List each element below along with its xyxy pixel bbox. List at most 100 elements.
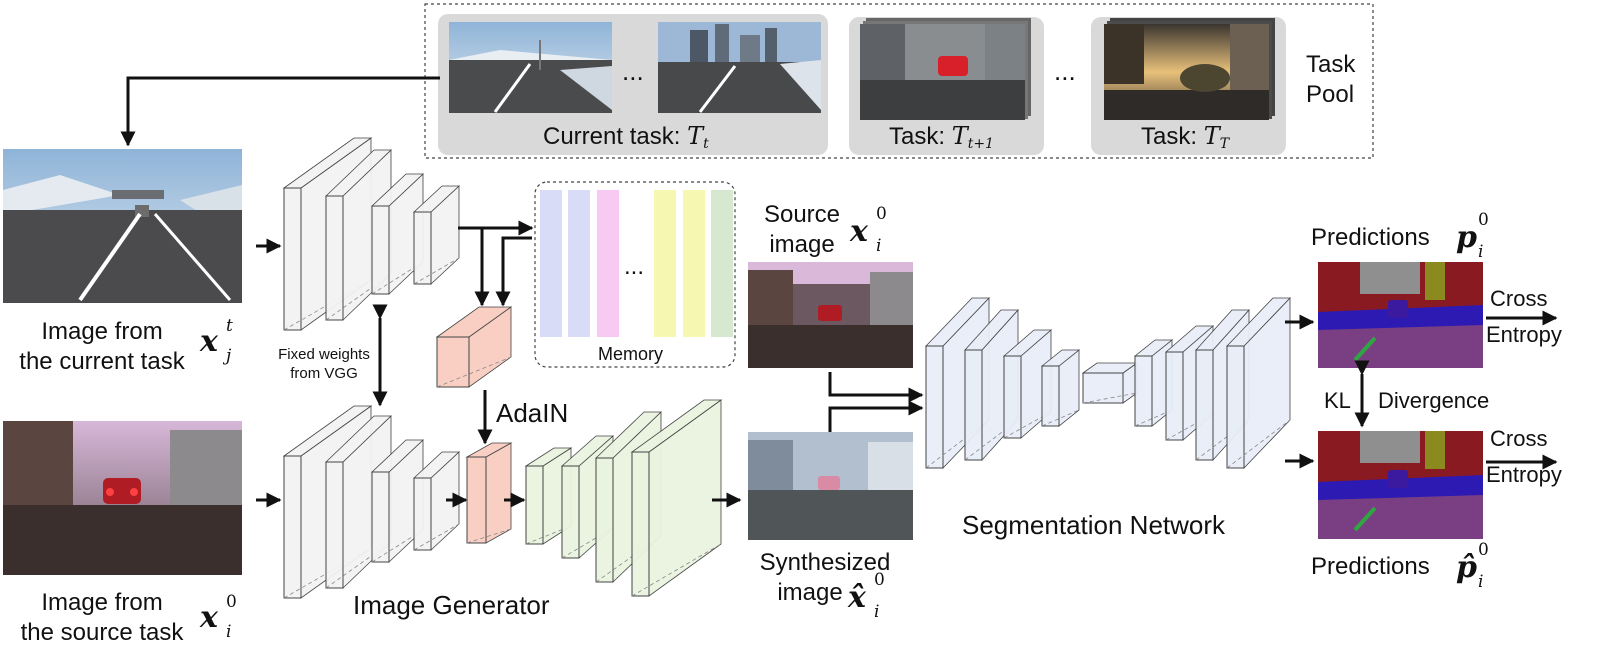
next-task-image-stack <box>860 18 1031 120</box>
arrow-memory-to-adain-input <box>495 236 532 307</box>
segnet-layer-8 <box>1226 297 1291 469</box>
source-input-symbol: x <box>200 600 218 635</box>
next-task-prefix: Task: <box>889 123 946 150</box>
kl-label: KL <box>1324 388 1351 413</box>
segnet-layer-4 <box>1040 349 1081 427</box>
arrow-synth-to-seg <box>828 400 924 432</box>
source-image-symbol: x <box>850 214 868 249</box>
divergence-label: Divergence <box>1378 388 1490 413</box>
network-blocks <box>282 137 1291 599</box>
synth-image-sub: i <box>874 602 880 622</box>
synth-image-line1: Synthesized <box>759 549 891 576</box>
cross-entropy-bottom-line2: Entropy <box>1486 462 1562 487</box>
synth-image-line2: image <box>777 579 843 606</box>
source-image-sup: 0 <box>876 204 887 224</box>
source-image-line1: Source <box>763 201 841 228</box>
source-image-caption: Source image <box>752 200 852 260</box>
synth-image-caption: Synthesized image <box>750 548 900 608</box>
generator-label: Image Generator <box>353 590 550 620</box>
source-input-sup: 0 <box>226 592 237 612</box>
cross-entropy-top: Cross Entropy <box>1486 285 1562 349</box>
pool-ellipsis-2: ... <box>1054 56 1076 86</box>
source-input-line2: the source task <box>20 619 184 646</box>
source-image-sub: i <box>876 236 882 256</box>
prediction-bottom-symbol: p̂ <box>1456 550 1477 585</box>
current-input-caption: Image from the current task <box>2 317 202 377</box>
task-pool-label-line2: Pool <box>1306 81 1355 108</box>
source-input-math: x 0 i <box>200 588 250 648</box>
vgg-bottom-layer-4 <box>412 451 461 551</box>
next-task-subscript: t+1 <box>967 136 994 152</box>
prediction-top-sup: 0 <box>1478 210 1489 230</box>
arrow-pool-to-input <box>120 76 440 147</box>
arrow-source-to-seg <box>828 372 924 403</box>
cross-entropy-bottom-line1: Cross <box>1490 426 1548 451</box>
cross-entropy-top-line2: Entropy <box>1486 322 1562 347</box>
cross-entropy-bottom: Cross Entropy <box>1486 425 1562 489</box>
pool-ellipsis-1: ... <box>622 56 644 86</box>
prediction-bottom-sub: i <box>1478 572 1484 592</box>
prediction-bottom-prefix: Predictions <box>1311 553 1430 580</box>
synthesized-image-picture <box>748 432 913 540</box>
next-task-caption: Task: Tt+1 <box>889 121 994 159</box>
decoder-layer-4 <box>630 399 723 597</box>
cross-entropy-top-line1: Cross <box>1490 286 1548 311</box>
source-task-input-image <box>3 421 242 575</box>
memory-label: Memory <box>598 344 664 364</box>
memory-slot-1 <box>540 190 562 337</box>
current-input-sup: t <box>226 316 233 336</box>
adain-block <box>465 442 513 544</box>
current-task-image-2 <box>658 22 821 113</box>
memory-slot-6 <box>711 190 733 337</box>
arrows <box>120 76 1558 508</box>
current-task-image-1 <box>449 22 612 113</box>
vgg-bottom-layer-3 <box>370 439 425 563</box>
segnet-label: Segmentation Network <box>962 510 1226 540</box>
prediction-bottom-caption: Predictions <box>1311 552 1430 582</box>
synth-image-sup: 0 <box>874 570 885 590</box>
current-task-input-image <box>3 149 242 303</box>
prediction-top-caption: Predictions <box>1311 223 1430 253</box>
prediction-top-prefix: Predictions <box>1311 224 1430 251</box>
source-image-math: x 0 i <box>850 200 900 260</box>
prediction-top-symbol: p <box>1456 220 1477 255</box>
memory-slot-2 <box>568 190 590 337</box>
prediction-top-math: p 0 i <box>1456 208 1506 268</box>
memory-ellipsis: ... <box>624 253 645 280</box>
source-input-line1: Image from <box>41 589 163 616</box>
current-task-symbol: T <box>687 122 704 150</box>
vgg-top-layer-4 <box>412 185 461 285</box>
source-image-line2: image <box>769 231 835 258</box>
current-task-caption: Current task: Tt <box>543 121 709 159</box>
prediction-top-image <box>1318 262 1483 368</box>
current-task-subscript: t <box>703 136 709 152</box>
last-task-symbol: T <box>1203 122 1220 150</box>
current-task-prefix: Current task: <box>543 123 681 150</box>
memory-slot-5 <box>683 190 705 337</box>
vgg-caption-line2: from VGG <box>290 365 358 382</box>
last-task-subscript: T <box>1219 136 1230 152</box>
prediction-top-sub: i <box>1478 242 1484 262</box>
next-task-symbol: T <box>951 122 968 150</box>
source-input-sub: i <box>226 622 232 642</box>
current-input-line2: the current task <box>19 348 185 375</box>
current-input-sub: j <box>226 346 232 366</box>
vgg-caption: Fixed weights from VGG <box>272 345 376 383</box>
vgg-top-layer-2 <box>325 149 392 321</box>
last-task-image-stack <box>1104 18 1275 120</box>
task-pool-label-line1: Task <box>1306 51 1356 78</box>
synth-image-math: x̂ 0 i <box>848 568 898 628</box>
current-input-line1: Image from <box>41 318 163 345</box>
last-task-prefix: Task: <box>1141 123 1198 150</box>
source-image-picture <box>748 262 913 368</box>
memory-slot-4 <box>654 190 676 337</box>
vgg-caption-line1: Fixed weights <box>278 346 370 363</box>
adain-label: AdaIN <box>496 398 569 428</box>
last-task-caption: Task: TT <box>1141 121 1229 159</box>
current-input-symbol: x <box>200 324 218 359</box>
current-input-math: x t j <box>200 310 250 370</box>
memory-bars <box>540 190 733 337</box>
prediction-bottom-math: p̂ 0 i <box>1456 538 1506 598</box>
synth-image-symbol: x̂ <box>848 580 866 615</box>
